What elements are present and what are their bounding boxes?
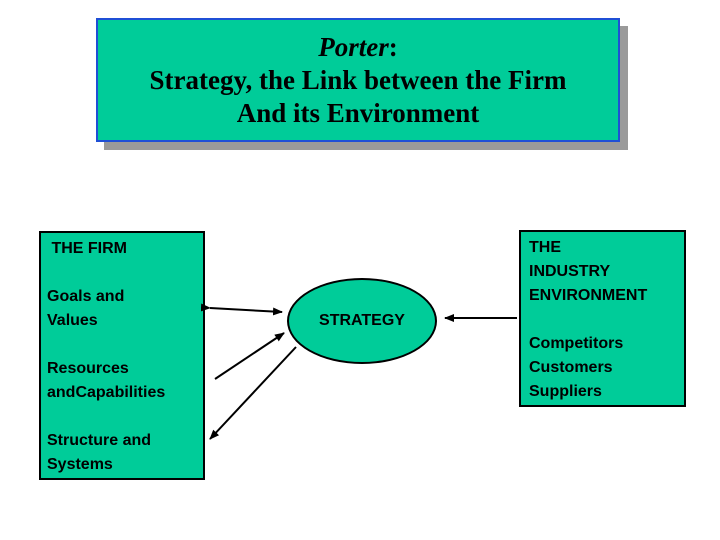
- industry-customers: Customers: [529, 359, 613, 376]
- industry-heading-line-2: INDUSTRY: [529, 263, 611, 280]
- firm-box: THE FIRM Goals and Values Resources andC…: [39, 231, 205, 480]
- strategy-to-structure-arrow: [209, 346, 297, 440]
- title-box: Porter: Strategy, the Link between the F…: [96, 18, 620, 142]
- title-line-2: Strategy, the Link between the Firm: [149, 64, 567, 95]
- title-colon: :: [388, 31, 398, 62]
- strategy-label: STRATEGY: [319, 312, 405, 329]
- industry-heading-line-1: THE: [529, 239, 561, 256]
- strategy-ellipse: STRATEGY: [287, 278, 437, 364]
- firm-structure-line-1: Structure and: [47, 432, 152, 449]
- firm-structure-line-2: Systems: [47, 456, 113, 473]
- firm-goals-line-1: Goals and: [47, 288, 125, 305]
- industry-competitors: Competitors: [529, 335, 624, 352]
- resources-to-strategy-arrow: [214, 332, 285, 380]
- firm-resources-line-2: andCapabilities: [47, 384, 166, 401]
- title-author: Porter: [318, 31, 389, 62]
- firm-heading: THE FIRM: [47, 240, 127, 257]
- title-line-3: And its Environment: [236, 97, 480, 128]
- industry-heading-line-3: ENVIRONMENT: [529, 287, 648, 304]
- industry-suppliers: Suppliers: [529, 383, 602, 400]
- goals-strategy-arrow: [200, 303, 283, 316]
- industry-box: THE INDUSTRY ENVIRONMENT Competitors Cus…: [519, 230, 686, 407]
- firm-resources-line-1: Resources: [47, 360, 129, 377]
- title-line-1: Porter:: [318, 31, 398, 64]
- firm-goals-line-2: Values: [47, 312, 98, 329]
